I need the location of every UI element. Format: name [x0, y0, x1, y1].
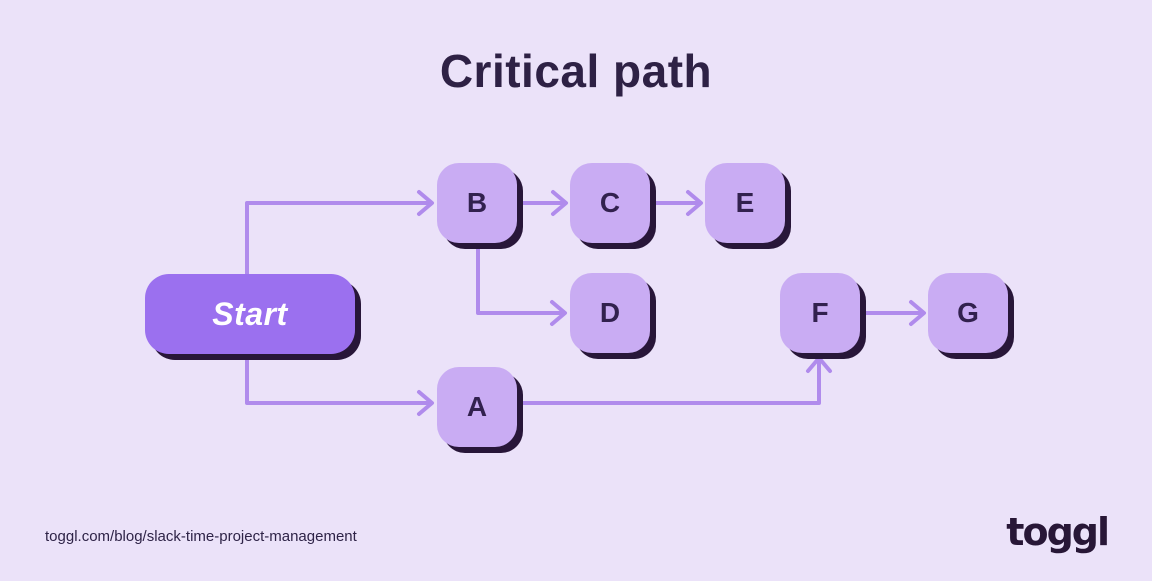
arrowhead-a-to-f	[806, 356, 832, 373]
arrowhead-b-to-c	[551, 190, 568, 216]
node-a-label: A	[466, 391, 488, 422]
arrowhead-b-to-d	[550, 300, 567, 326]
edge-b-to-d	[476, 243, 563, 315]
arrowhead-start-to-a	[417, 390, 434, 416]
arrowhead-start-to-b	[417, 190, 434, 216]
arrowhead-c-to-e	[686, 190, 703, 216]
node-d-label: D	[599, 297, 621, 328]
arrowhead-f-to-g	[909, 300, 926, 326]
node-e: E	[705, 163, 785, 243]
node-b-label: B	[466, 187, 488, 218]
node-e-label: E	[735, 187, 755, 218]
node-g: G	[928, 273, 1008, 353]
node-start: Start	[145, 274, 355, 354]
node-start-label: Start	[212, 295, 288, 332]
node-b: B	[437, 163, 517, 243]
node-c-label: C	[599, 187, 621, 218]
node-c: C	[570, 163, 650, 243]
node-g-label: G	[957, 297, 979, 328]
node-a: A	[437, 367, 517, 447]
footer-source-url: toggl.com/blog/slack-time-project-manage…	[45, 528, 357, 545]
node-d: D	[570, 273, 650, 353]
node-f-label: F	[811, 297, 829, 328]
page-title: Critical path	[439, 45, 713, 97]
node-f: F	[780, 273, 860, 353]
toggl-logo: toggl	[1006, 510, 1110, 554]
edge-a-to-f	[517, 361, 821, 405]
